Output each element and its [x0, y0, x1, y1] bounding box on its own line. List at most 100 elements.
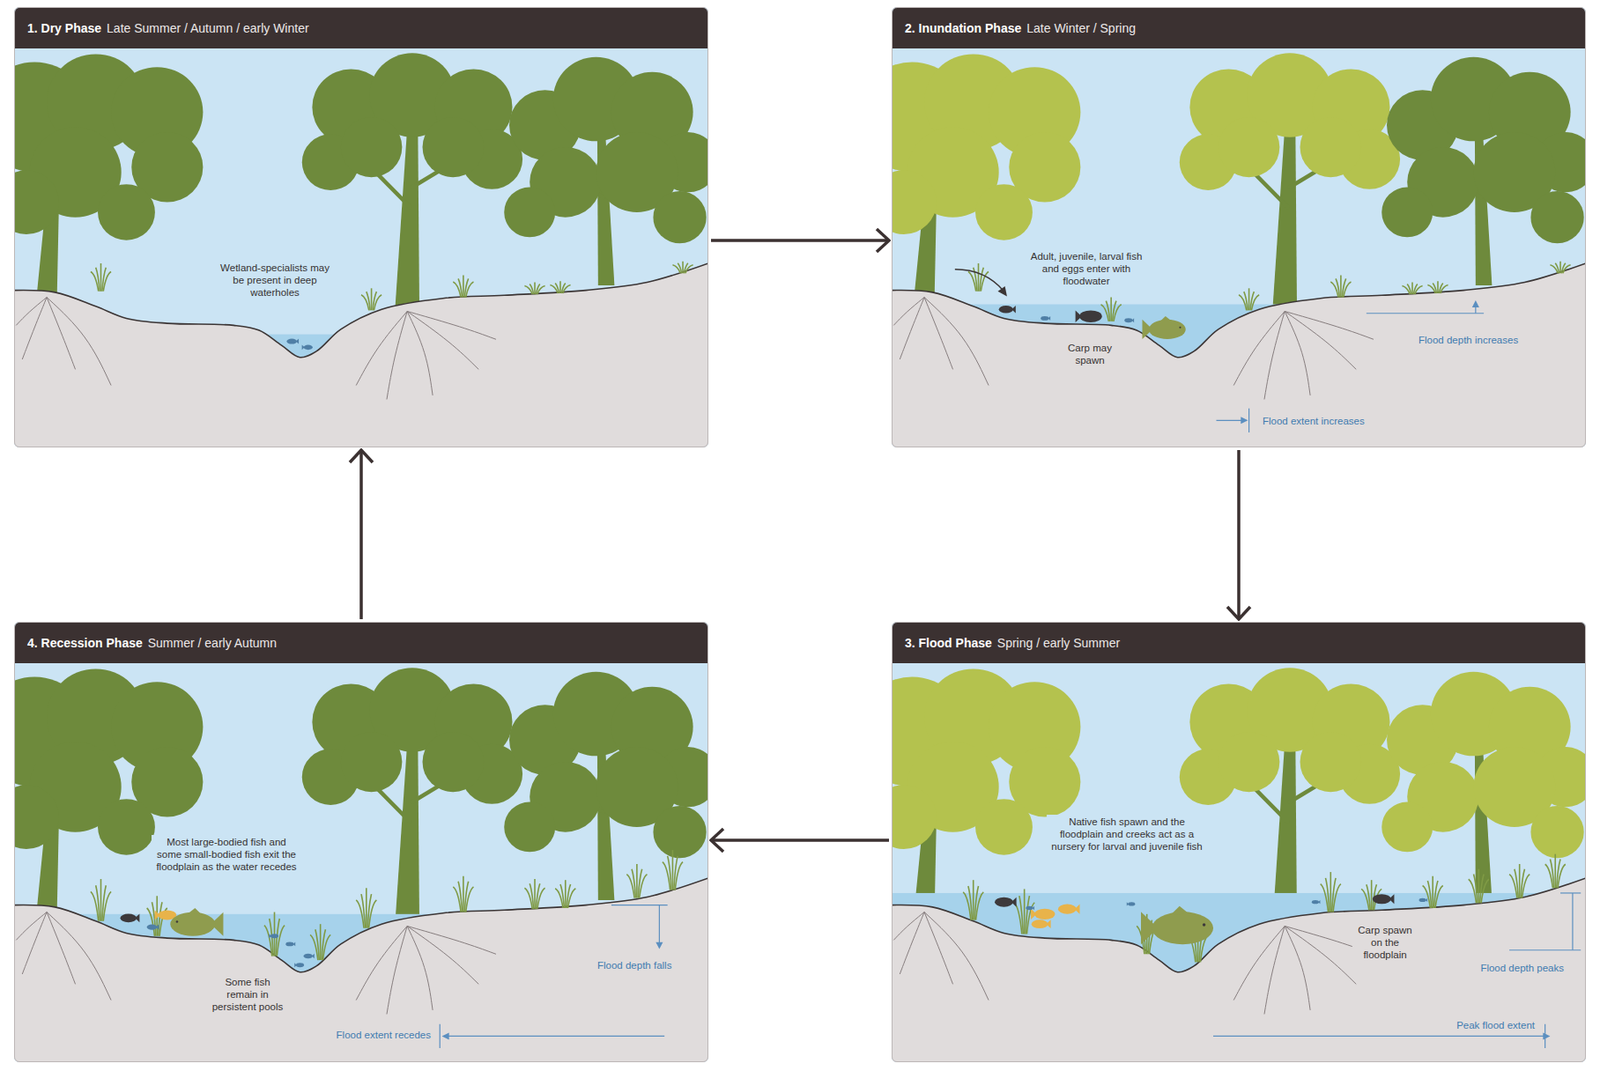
- tree-root: [386, 311, 408, 400]
- cycle-arrow: [711, 238, 889, 243]
- grass-blade: [631, 869, 636, 899]
- measure-arrowhead: [655, 942, 663, 950]
- phase-header: 1. Dry PhaseLate Summer / Autumn / early…: [14, 7, 708, 49]
- grass-blade: [319, 924, 322, 961]
- grass-blade: [1414, 286, 1423, 296]
- phase-header: 3. Flood PhaseSpring / early Summer: [892, 622, 1586, 664]
- grass-blade: [1521, 874, 1530, 899]
- fish-body: [270, 933, 279, 939]
- grass-blade: [1370, 880, 1373, 911]
- ground: [14, 263, 709, 448]
- tree-root: [15, 912, 47, 941]
- fish-body: [120, 913, 138, 923]
- grass-blade: [674, 862, 683, 891]
- grass-blade: [537, 286, 546, 296]
- fish-symbol: [294, 962, 304, 968]
- tree-canopy: [975, 184, 1033, 241]
- grass-blade: [529, 883, 534, 910]
- fish-eye: [176, 920, 179, 924]
- tree-canopy: [503, 187, 556, 238]
- grass-blade: [103, 891, 112, 921]
- tree-canopy: [1381, 187, 1433, 238]
- grass-blade: [458, 278, 462, 297]
- fish-symbol: [147, 925, 160, 931]
- measure-arrowhead: [442, 1032, 450, 1040]
- fish-eye: [1178, 326, 1181, 329]
- ground: [14, 878, 709, 1063]
- fish-body: [296, 962, 304, 968]
- grass-blade: [103, 271, 112, 291]
- fish-symbol: [999, 305, 1016, 314]
- tree-root: [355, 311, 408, 386]
- fish-symbol: [1031, 919, 1052, 929]
- ground-line: [891, 878, 1586, 973]
- measure-line: [444, 1036, 665, 1038]
- phase-scene: [891, 622, 1586, 1063]
- grass-blade: [366, 291, 371, 311]
- note-label: Carp may spawn: [1061, 340, 1119, 368]
- note-label: Adult, juvenile, larval fish and eggs en…: [1019, 249, 1154, 289]
- grass-blade: [562, 284, 571, 294]
- tree-root: [1233, 925, 1285, 1000]
- grass-blade: [1557, 864, 1566, 889]
- tree-root: [407, 925, 479, 985]
- phase-title: 2. Inundation Phase: [904, 21, 1022, 36]
- grass-blade: [1437, 281, 1439, 294]
- grass-blade: [1244, 291, 1248, 311]
- phase-panel: 1. Dry PhaseLate Summer / Autumn / early…: [14, 7, 709, 448]
- fish-body: [1040, 316, 1049, 321]
- grass-blade: [100, 879, 103, 922]
- grass-blade: [466, 281, 475, 297]
- fish-symbol: [285, 941, 296, 947]
- grass-blade: [1411, 282, 1414, 296]
- tree-canopy: [1300, 732, 1363, 793]
- tree-canopy: [1300, 117, 1363, 178]
- grass-blade: [677, 263, 682, 275]
- tree-canopy: [422, 732, 485, 793]
- measure-arrowhead: [1542, 1032, 1550, 1040]
- tree-root: [893, 912, 925, 941]
- ground-line: [14, 263, 709, 358]
- tree-root: [22, 912, 47, 975]
- grass-blade: [636, 864, 638, 899]
- cycle-arrow: [711, 838, 889, 843]
- tree-root: [22, 297, 47, 360]
- grass-blade: [1440, 284, 1449, 294]
- tree-root: [924, 297, 953, 371]
- grass-blade: [1518, 864, 1521, 899]
- grass-blade: [1549, 859, 1554, 889]
- note-label: Wetland-specialists may be present in de…: [216, 260, 334, 300]
- tree-root: [407, 311, 479, 370]
- tree-root: [46, 912, 112, 1001]
- grass-blade: [560, 884, 564, 909]
- fish-symbol: [1040, 316, 1051, 321]
- fish-symbol: [1311, 900, 1321, 904]
- tree-root: [1264, 311, 1285, 400]
- grass-blade: [1431, 876, 1434, 909]
- cycle-arrow: [1237, 450, 1241, 620]
- season-label: Late Winter / Spring: [1026, 21, 1136, 36]
- fish-symbol: [994, 897, 1017, 908]
- tree-root: [46, 297, 75, 371]
- fish-symbol: [302, 345, 313, 351]
- tree-root: [407, 925, 497, 955]
- ground: [891, 878, 1586, 1063]
- tree-root: [1264, 925, 1285, 1015]
- grass-blade: [1478, 869, 1481, 904]
- measure-arrowhead: [1240, 416, 1248, 424]
- tree-root: [407, 311, 433, 395]
- grass-blade: [96, 267, 100, 292]
- fish-fin: [1170, 906, 1189, 916]
- grass-blade: [529, 284, 534, 296]
- flood-label: Flood depth falls: [594, 958, 703, 973]
- grass-blade: [1110, 297, 1112, 322]
- phase-header: 4. Recession PhaseSummer / early Autumn: [14, 622, 708, 664]
- tree-canopy: [1530, 806, 1584, 859]
- grass-blade: [681, 261, 684, 275]
- season-label: Spring / early Summer: [997, 636, 1120, 651]
- tree-root: [386, 925, 408, 1015]
- grass-blade: [968, 886, 972, 921]
- grass-blade: [1333, 884, 1341, 913]
- grass-blade: [466, 887, 475, 913]
